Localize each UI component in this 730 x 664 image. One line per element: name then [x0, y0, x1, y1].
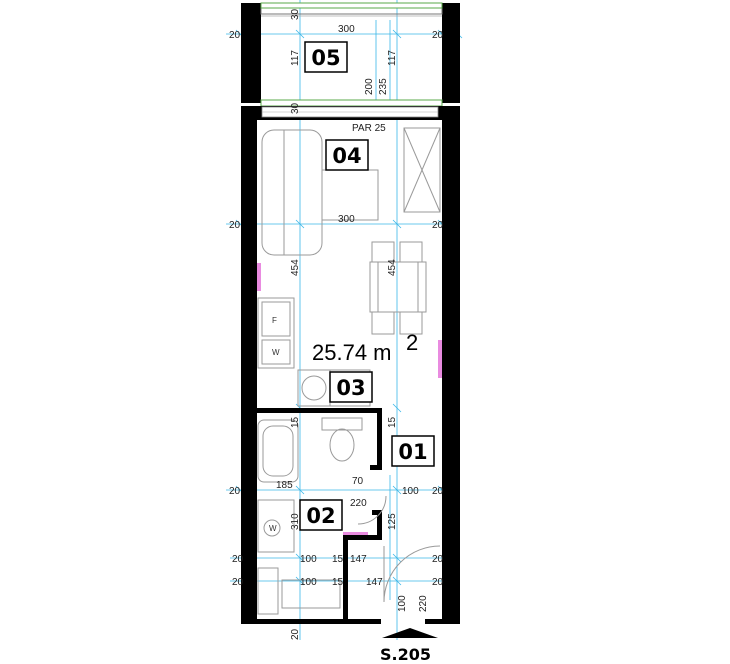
area-unit-superscript: 2: [406, 330, 418, 355]
dimension-labels: 20 20 300 20 20 300 20 20 185 70 220 100…: [229, 8, 444, 640]
svg-text:01: 01: [398, 440, 427, 464]
svg-text:30: 30: [290, 102, 301, 114]
svg-text:310: 310: [290, 513, 301, 530]
washer-label: W: [272, 348, 280, 357]
svg-text:20: 20: [229, 30, 241, 41]
svg-text:20: 20: [290, 628, 301, 640]
svg-text:454: 454: [290, 259, 301, 276]
svg-text:185: 185: [276, 480, 293, 491]
svg-text:05: 05: [311, 46, 340, 70]
svg-text:125: 125: [387, 513, 398, 530]
svg-text:S.205: S.205: [380, 645, 431, 664]
svg-text:20: 20: [432, 554, 444, 565]
svg-text:220: 220: [418, 595, 429, 612]
room-tag-01: 01: [391, 435, 435, 467]
room-tag-04: 04: [325, 139, 369, 171]
room-tag-02: 02: [299, 499, 343, 531]
room-tag-05: 05: [304, 41, 348, 73]
svg-text:117: 117: [387, 50, 398, 66]
svg-text:20: 20: [432, 486, 444, 497]
svg-text:100: 100: [397, 595, 408, 612]
svg-text:20: 20: [432, 577, 444, 588]
svg-text:15: 15: [332, 577, 344, 588]
room-tag-03: 03: [329, 371, 373, 403]
svg-text:100: 100: [300, 554, 317, 565]
svg-text:117: 117: [290, 50, 301, 66]
furniture: [257, 127, 441, 615]
svg-text:15: 15: [332, 554, 344, 565]
section-marker: S.205: [380, 628, 438, 664]
svg-text:04: 04: [332, 144, 361, 168]
svg-text:20: 20: [432, 30, 444, 41]
door-accents: [257, 263, 442, 535]
svg-text:20: 20: [432, 220, 444, 231]
svg-text:20: 20: [232, 554, 244, 565]
window: [261, 106, 439, 118]
svg-text:147: 147: [366, 577, 383, 588]
svg-text:15: 15: [290, 416, 301, 428]
balcony-05: [241, 2, 460, 107]
area-value: 25.74 m: [312, 340, 392, 365]
svg-text:03: 03: [336, 376, 365, 400]
svg-text:300: 300: [338, 214, 355, 225]
svg-text:02: 02: [306, 504, 335, 528]
svg-text:235: 235: [378, 78, 389, 95]
fridge-label: F: [272, 316, 277, 325]
svg-text:20: 20: [229, 220, 241, 231]
par-label: PAR 25: [352, 123, 386, 134]
svg-text:20: 20: [232, 577, 244, 588]
svg-text:454: 454: [387, 259, 398, 276]
svg-text:220: 220: [350, 498, 367, 509]
svg-text:15: 15: [387, 416, 398, 428]
walls: [241, 106, 460, 624]
washer-label-2: W: [269, 524, 277, 533]
svg-text:147: 147: [350, 554, 367, 565]
svg-text:100: 100: [300, 577, 317, 588]
svg-text:20: 20: [229, 486, 241, 497]
svg-text:200: 200: [364, 78, 375, 95]
svg-text:300: 300: [338, 24, 355, 35]
svg-text:30: 30: [290, 8, 301, 20]
svg-text:70: 70: [352, 476, 364, 487]
svg-text:100: 100: [402, 486, 419, 497]
